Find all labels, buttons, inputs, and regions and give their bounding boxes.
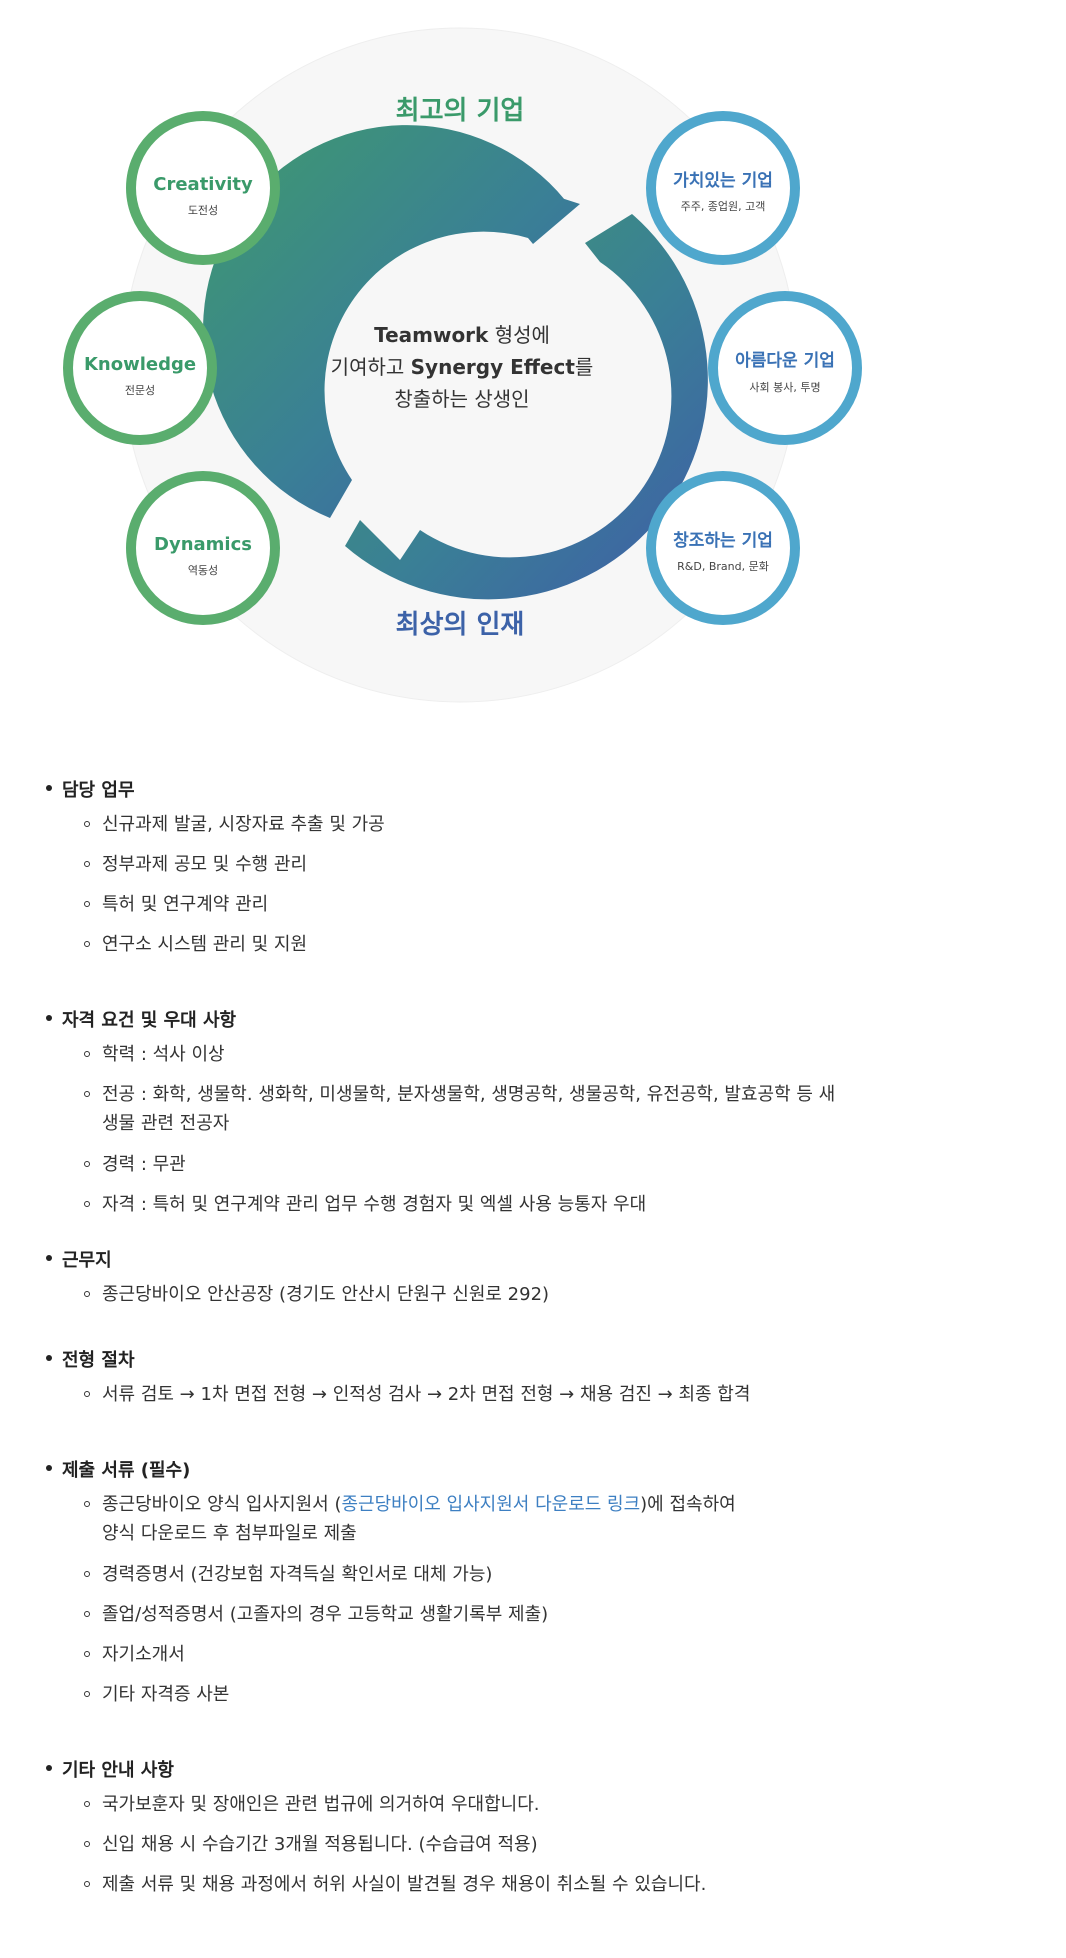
list-item: 특허 및 연구계약 관리	[84, 890, 962, 919]
list-item: 신입 채용 시 수습기간 3개월 적용됩니다. (수습급여 적용)	[84, 1830, 962, 1859]
circle-dynamics-title: Dynamics	[154, 534, 252, 555]
list-item: 국가보훈자 및 장애인은 관련 법규에 의거하여 우대합니다.	[84, 1790, 962, 1819]
section-title: 전형 절차	[46, 1346, 135, 1372]
list-item: 학력 : 석사 이상	[84, 1040, 962, 1069]
list-item: 정부과제 공모 및 수행 관리	[84, 850, 962, 879]
application-form-download-link[interactable]: 종근당바이오 입사지원서 다운로드 링크	[341, 1494, 641, 1515]
center-text-line3: 창출하는 상생인	[394, 387, 529, 411]
cycle-arrows	[203, 125, 708, 600]
list-item: 전공 : 화학, 생물학. 생화학, 미생물학, 분자생물학, 생명공학, 생물…	[84, 1080, 962, 1138]
circle-valuable-company: 가치있는 기업 주주, 종업원, 고객	[646, 111, 800, 265]
list-item: 경력증명서 (건강보험 자격득실 확인서로 대체 가능)	[84, 1560, 962, 1589]
circle-valuable-title: 가치있는 기업	[673, 171, 773, 191]
section-title: 근무지	[46, 1246, 112, 1272]
section-title: 기타 안내 사항	[46, 1756, 174, 1782]
list-item: 제출 서류 및 채용 과정에서 허위 사실이 발견될 경우 채용이 취소될 수 …	[84, 1870, 962, 1899]
circle-valuable-sub: 주주, 종업원, 고객	[681, 200, 766, 213]
circle-beautiful-sub: 사회 봉사, 투명	[749, 381, 820, 394]
list-item: 경력 : 무관	[84, 1150, 962, 1179]
circle-dynamics: Dynamics 역동성	[126, 471, 280, 625]
section-title: 담당 업무	[46, 776, 135, 802]
list-item: 종근당바이오 안산공장 (경기도 안산시 단원구 신원로 292)	[84, 1280, 962, 1309]
circle-knowledge: Knowledge 전문성	[63, 291, 217, 445]
center-text-line1: Teamwork 형성에	[374, 323, 550, 347]
circle-knowledge-title: Knowledge	[84, 354, 196, 375]
core-values-diagram: 최고의 기업 최상의 인재 Teamwork 형성에 기여하고 Synergy …	[0, 0, 1066, 740]
list-item: 종근당바이오 양식 입사지원서 (종근당바이오 입사지원서 다운로드 링크)에 …	[84, 1490, 962, 1548]
list-item: 서류 검토 → 1차 면접 전형 → 인적성 검사 → 2차 면접 전형 → 채…	[84, 1380, 962, 1409]
list-item: 자격 : 특허 및 연구계약 관리 업무 수행 경험자 및 엑셀 사용 능통자 …	[84, 1190, 962, 1219]
circle-creative-company: 창조하는 기업 R&D, Brand, 문화	[646, 471, 800, 625]
section-title: 제출 서류 (필수)	[45, 1456, 190, 1482]
circle-creativity: Creativity 도전성	[126, 111, 280, 265]
arrow-arc-right	[345, 214, 708, 600]
circle-creativity-title: Creativity	[153, 174, 253, 195]
list-item: 자기소개서	[84, 1640, 962, 1669]
circle-knowledge-sub: 전문성	[125, 384, 155, 397]
circle-beautiful-company: 아름다운 기업 사회 봉사, 투명	[708, 291, 862, 445]
circle-creative-title: 창조하는 기업	[673, 531, 773, 551]
list-item: 기타 자격증 사본	[84, 1680, 962, 1709]
circle-creativity-sub: 도전성	[188, 204, 218, 217]
list-item: 신규과제 발굴, 시장자료 추출 및 가공	[84, 810, 962, 839]
circle-dynamics-sub: 역동성	[188, 564, 218, 577]
circle-beautiful-title: 아름다운 기업	[735, 351, 835, 371]
circle-creative-sub: R&D, Brand, 문화	[677, 560, 769, 573]
list-item: 연구소 시스템 관리 및 지원	[84, 930, 962, 959]
arrow-arc-left	[203, 125, 580, 518]
center-text-line2: 기여하고 Synergy Effect를	[331, 355, 594, 379]
list-item: 졸업/성적증명서 (고졸자의 경우 고등학교 생활기록부 제출)	[84, 1600, 962, 1629]
top-label: 최고의 기업	[396, 96, 525, 126]
section-title: 자격 요건 및 우대 사항	[45, 1006, 236, 1032]
bottom-label: 최상의 인재	[396, 610, 525, 640]
